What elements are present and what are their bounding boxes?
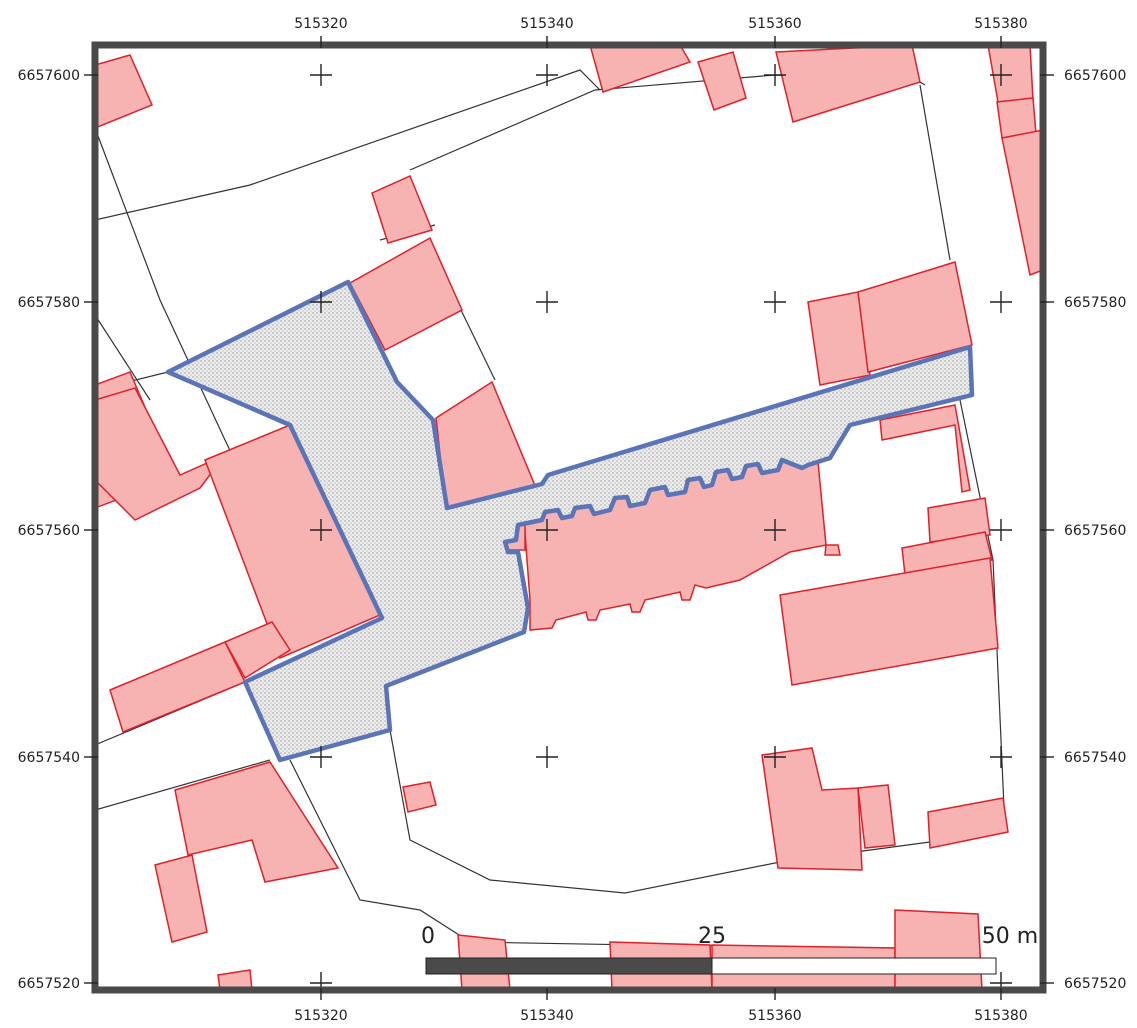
y-label-left: 6657580	[18, 295, 80, 311]
building	[589, 45, 692, 93]
crosshair	[990, 519, 1012, 541]
scale-label-mid: 25	[698, 924, 726, 949]
parcel-line	[95, 314, 151, 401]
y-label-right: 6657540	[1064, 750, 1126, 766]
building	[879, 404, 971, 493]
y-label-left: 6657520	[18, 976, 80, 992]
x-label-bottom: 515360	[748, 1008, 801, 1024]
scale-bar-dark-segment	[425, 957, 713, 975]
crosshair	[764, 519, 786, 541]
y-label-right: 6657580	[1064, 295, 1126, 311]
y-label-left: 6657600	[18, 68, 80, 84]
building	[109, 641, 247, 734]
scale-label-start: 0	[421, 924, 435, 949]
map-frame	[91, 41, 1047, 994]
building	[857, 261, 973, 373]
crosshair	[536, 64, 558, 86]
x-label-bottom: 515340	[520, 1008, 573, 1024]
highlighted-area	[165, 279, 975, 763]
coordinate-labels-right: 6657600 6657580 6657560 6657540 6657520	[1064, 68, 1126, 992]
building	[927, 497, 991, 543]
parcel-line	[95, 759, 271, 811]
map-content: 0 25 50 m	[95, 45, 1043, 990]
y-label-left: 6657540	[18, 750, 80, 766]
building	[761, 747, 863, 871]
building	[154, 854, 208, 943]
y-label-left: 6657560	[18, 523, 80, 539]
parcel-line	[289, 759, 471, 943]
crosshair	[990, 291, 1012, 313]
building	[697, 51, 747, 111]
building	[779, 557, 999, 686]
buildings	[95, 45, 1043, 990]
scale-bar: 0 25 50 m	[421, 924, 1038, 975]
x-label-bottom: 515320	[294, 1008, 347, 1024]
crosshair	[310, 291, 332, 313]
building	[371, 174, 434, 244]
crosshair	[764, 291, 786, 313]
building	[348, 236, 463, 352]
parcel-line	[992, 559, 1006, 831]
coordinate-labels-left: 6657600 6657580 6657560 6657540 6657520	[18, 68, 80, 992]
x-label-top: 515340	[520, 16, 573, 32]
y-label-right: 6657520	[1064, 976, 1126, 992]
crosshair	[536, 519, 558, 541]
building	[223, 621, 292, 680]
building	[95, 54, 153, 129]
frame-ticks	[84, 36, 1054, 1000]
crosshair	[990, 972, 1012, 990]
crosshair	[536, 746, 558, 768]
parcel-line	[459, 307, 496, 381]
parcel-line	[95, 69, 601, 221]
coordinate-labels-top: 515320 515340 515360 515380	[294, 16, 1027, 32]
x-label-top: 515380	[974, 16, 1027, 32]
building	[217, 969, 253, 990]
crosshair	[990, 746, 1012, 768]
grid-crosshairs	[310, 64, 1012, 990]
crosshair	[764, 64, 786, 86]
building	[894, 909, 983, 990]
parcel-line	[919, 84, 951, 261]
crosshair	[990, 64, 1012, 86]
crosshair	[310, 972, 332, 990]
crosshair	[310, 519, 332, 541]
building	[857, 784, 896, 849]
scale-label-end: 50 m	[982, 924, 1038, 949]
crosshair	[536, 291, 558, 313]
building	[987, 45, 1034, 103]
x-label-top: 515360	[748, 16, 801, 32]
x-label-bottom: 515380	[974, 1008, 1027, 1024]
y-label-right: 6657560	[1064, 523, 1126, 539]
crosshair	[310, 746, 332, 768]
y-label-right: 6657600	[1064, 68, 1126, 84]
building	[402, 781, 437, 813]
crosshair	[310, 64, 332, 86]
coordinate-labels-bottom: 515320 515340 515360 515380	[294, 1008, 1027, 1024]
building	[174, 761, 340, 883]
scale-bar-light-segment	[711, 957, 997, 975]
building	[1001, 129, 1043, 277]
building	[901, 531, 993, 576]
building	[775, 45, 921, 123]
crosshair	[764, 746, 786, 768]
building	[95, 387, 226, 521]
x-label-top: 515320	[294, 16, 347, 32]
building	[927, 797, 1009, 849]
